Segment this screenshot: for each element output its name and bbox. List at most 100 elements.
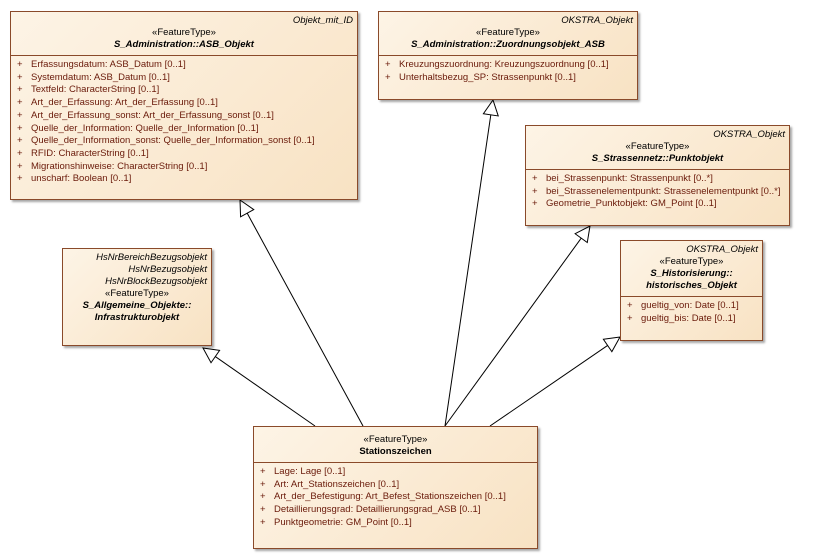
class-stationszeichen[interactable]: «FeatureType»Stationszeichen + Lage: Lage … bbox=[253, 426, 538, 549]
generalization-asb bbox=[239, 199, 364, 427]
attribute-text: Geometrie_Punktobjekt: GM_Point [0..1] bbox=[546, 198, 717, 210]
attribute-row: + Art_der_Erfassung: Art_der_Erfassung [0… bbox=[17, 97, 351, 110]
visibility-symbol: + bbox=[260, 504, 266, 516]
class-header: «FeatureType»Stationszeichen bbox=[254, 427, 537, 462]
stereotype-label: «FeatureType» bbox=[625, 141, 690, 152]
parent-class-label: OKSTRA_Objekt bbox=[686, 244, 758, 255]
visibility-symbol: + bbox=[260, 466, 266, 477]
attribute-text: Kreuzungszuordnung: Kreuzungszuordnung [… bbox=[399, 59, 609, 70]
class-name: S_Administration::ASB_Objekt bbox=[114, 39, 254, 50]
attribute-text: Textfeld: CharacterString [0..1] bbox=[31, 84, 160, 96]
visibility-symbol: + bbox=[17, 59, 23, 70]
visibility-symbol: + bbox=[260, 478, 266, 490]
attribute-row: + Quelle_der_Information: Quelle_der_Info… bbox=[17, 123, 351, 136]
parent-class-label: HsNrBlockBezugsobjekt bbox=[105, 276, 207, 287]
attribute-text: Lage: Lage [0..1] bbox=[274, 466, 346, 477]
attribute-text: RFID: CharacterString [0..1] bbox=[31, 147, 149, 159]
visibility-symbol: + bbox=[260, 491, 266, 503]
attribute-compartment: + bei_Strassenpunkt: Strassenpunkt [0..*]… bbox=[526, 169, 789, 214]
parent-class-label: Objekt_mit_ID bbox=[292, 15, 353, 26]
visibility-symbol: + bbox=[17, 147, 23, 159]
class-name: S_Administration::Zuordnungsobjekt_ASB bbox=[411, 39, 605, 50]
generalization-line bbox=[444, 114, 492, 427]
attribute-row: + bei_Strassenpunkt: Strassenpunkt [0..*] bbox=[532, 173, 783, 186]
attribute-row: + Textfeld: CharacterString [0..1] bbox=[17, 84, 351, 97]
class-header: Objekt_mit_ID «FeatureType»S_Administrati… bbox=[11, 12, 357, 55]
attribute-text: Migrationshinweise: CharacterString [0..… bbox=[31, 160, 208, 172]
generalization-punkt bbox=[444, 225, 591, 427]
class-header: OKSTRA_Objekt«FeatureType»S_Historisieru… bbox=[621, 241, 762, 296]
attribute-compartment: +Kreuzungszuordnung: Kreuzungszuordnung … bbox=[379, 55, 637, 87]
stereotype-label: «FeatureType» bbox=[152, 27, 216, 38]
attribute-row: + gueltig_von: Date [0..1] bbox=[627, 300, 756, 313]
attribute-text: Punktgeometrie: GM_Point [0..1] bbox=[274, 516, 412, 528]
class-name: Infrastrukturobjekt bbox=[94, 312, 180, 323]
attribute-row: +Systemdatum: ASB_Datum [0..1] bbox=[17, 72, 351, 85]
attribute-row: +Kreuzungszuordnung: Kreuzungszuordnung … bbox=[385, 59, 631, 72]
class-name: S_Allgemeine_Objekte:: bbox=[82, 300, 192, 311]
visibility-symbol: + bbox=[17, 160, 23, 172]
attribute-compartment: + gueltig_von: Date [0..1] + gueltig_bis: D… bbox=[621, 296, 762, 328]
class-punktobjekt[interactable]: OKSTRA_Objekt«FeatureType»S_Strassennetz… bbox=[525, 125, 790, 226]
parent-class-label: OKSTRA_Objekt bbox=[713, 129, 785, 140]
attribute-row: + Lage: Lage [0..1] bbox=[260, 466, 531, 479]
attribute-text: unscharf: Boolean [0..1] bbox=[31, 173, 132, 185]
generalization-arrowhead bbox=[202, 347, 221, 364]
attribute-text: Art_der_Erfassung: Art_der_Erfassung [0.… bbox=[31, 97, 218, 109]
attribute-row: +Quelle_der_Information_sonst: Quelle_de… bbox=[17, 135, 351, 148]
generalization-arrowhead bbox=[574, 225, 591, 244]
attribute-row: +Art_der_Erfassung_sonst: Art_der_Erfass… bbox=[17, 110, 351, 123]
attribute-row: +Unterhaltsbezug_SP: Strassenpunkt [0..1… bbox=[385, 72, 631, 85]
visibility-symbol: + bbox=[627, 300, 633, 311]
attribute-row: + RFID: CharacterString [0..1] bbox=[17, 148, 351, 161]
class-name: historisches_Objekt bbox=[646, 280, 737, 291]
stereotype-label: «FeatureType» bbox=[476, 27, 540, 38]
generalization-line bbox=[246, 212, 364, 427]
visibility-symbol: + bbox=[532, 198, 538, 210]
stereotype-label: «FeatureType» bbox=[105, 288, 169, 299]
parent-class-label: OKSTRA_Objekt bbox=[561, 15, 633, 26]
generalization-arrowhead bbox=[602, 336, 621, 353]
attribute-text: Quelle_der_Information_sonst: Quelle_der… bbox=[31, 135, 315, 147]
attribute-text: Art: Art_Stationszeichen [0..1] bbox=[274, 478, 400, 490]
class-name: Stationszeichen bbox=[359, 446, 432, 457]
attribute-text: bei_Strassenpunkt: Strassenpunkt [0..*] bbox=[546, 173, 713, 184]
parent-class-label: HsNrBezugsobjekt bbox=[128, 264, 207, 275]
generalization-line bbox=[489, 345, 608, 427]
generalization-infra bbox=[202, 347, 316, 427]
class-zuordnungsobjekt-asb[interactable]: OKSTRA_Objekt «FeatureType»S_Administrati… bbox=[378, 11, 638, 100]
visibility-symbol: + bbox=[17, 122, 23, 134]
attribute-text: Detaillierungsgrad: Detaillierungsgrad_A… bbox=[274, 504, 481, 516]
attribute-text: gueltig_von: Date [0..1] bbox=[641, 300, 739, 311]
attribute-text: Systemdatum: ASB_Datum [0..1] bbox=[31, 71, 170, 83]
generalization-arrowhead bbox=[239, 199, 255, 218]
visibility-symbol: + bbox=[17, 173, 23, 185]
attribute-row: + Detaillierungsgrad: Detaillierungsgrad_… bbox=[260, 504, 531, 517]
attribute-text: Art_der_Erfassung_sonst: Art_der_Erfassu… bbox=[31, 109, 274, 121]
visibility-symbol: + bbox=[260, 516, 266, 528]
class-historisches-objekt[interactable]: OKSTRA_Objekt«FeatureType»S_Historisieru… bbox=[620, 240, 763, 341]
visibility-symbol: + bbox=[532, 185, 538, 197]
attribute-text: Unterhaltsbezug_SP: Strassenpunkt [0..1] bbox=[399, 71, 576, 83]
class-asb-objekt[interactable]: Objekt_mit_ID «FeatureType»S_Administrati… bbox=[10, 11, 358, 200]
attribute-text: bei_Strassenelementpunkt: Strassenelemen… bbox=[546, 185, 781, 197]
visibility-symbol: + bbox=[532, 173, 538, 184]
attribute-row: + bei_Strassenelementpunkt: Strasseneleme… bbox=[532, 186, 783, 199]
attribute-row: + Punktgeometrie: GM_Point [0..1] bbox=[260, 517, 531, 530]
generalization-arrowhead bbox=[482, 98, 499, 117]
visibility-symbol: + bbox=[17, 97, 23, 109]
parent-class-label: HsNrBereichBezugsobjekt bbox=[96, 252, 207, 263]
visibility-symbol: + bbox=[627, 312, 633, 324]
attribute-row: +Erfassungsdatum: ASB_Datum [0..1] bbox=[17, 59, 351, 72]
attribute-text: Quelle_der_Information: Quelle_der_Infor… bbox=[31, 122, 259, 134]
attribute-row: + unscharf: Boolean [0..1] bbox=[17, 173, 351, 186]
attribute-text: gueltig_bis: Date [0..1] bbox=[641, 312, 736, 324]
visibility-symbol: + bbox=[17, 84, 23, 96]
generalization-hist bbox=[489, 336, 621, 427]
stereotype-label: «FeatureType» bbox=[659, 256, 724, 267]
attribute-row: + Migrationshinweise: CharacterString [0.… bbox=[17, 161, 351, 174]
class-header: OKSTRA_Objekt«FeatureType»S_Strassennetz… bbox=[526, 126, 789, 169]
